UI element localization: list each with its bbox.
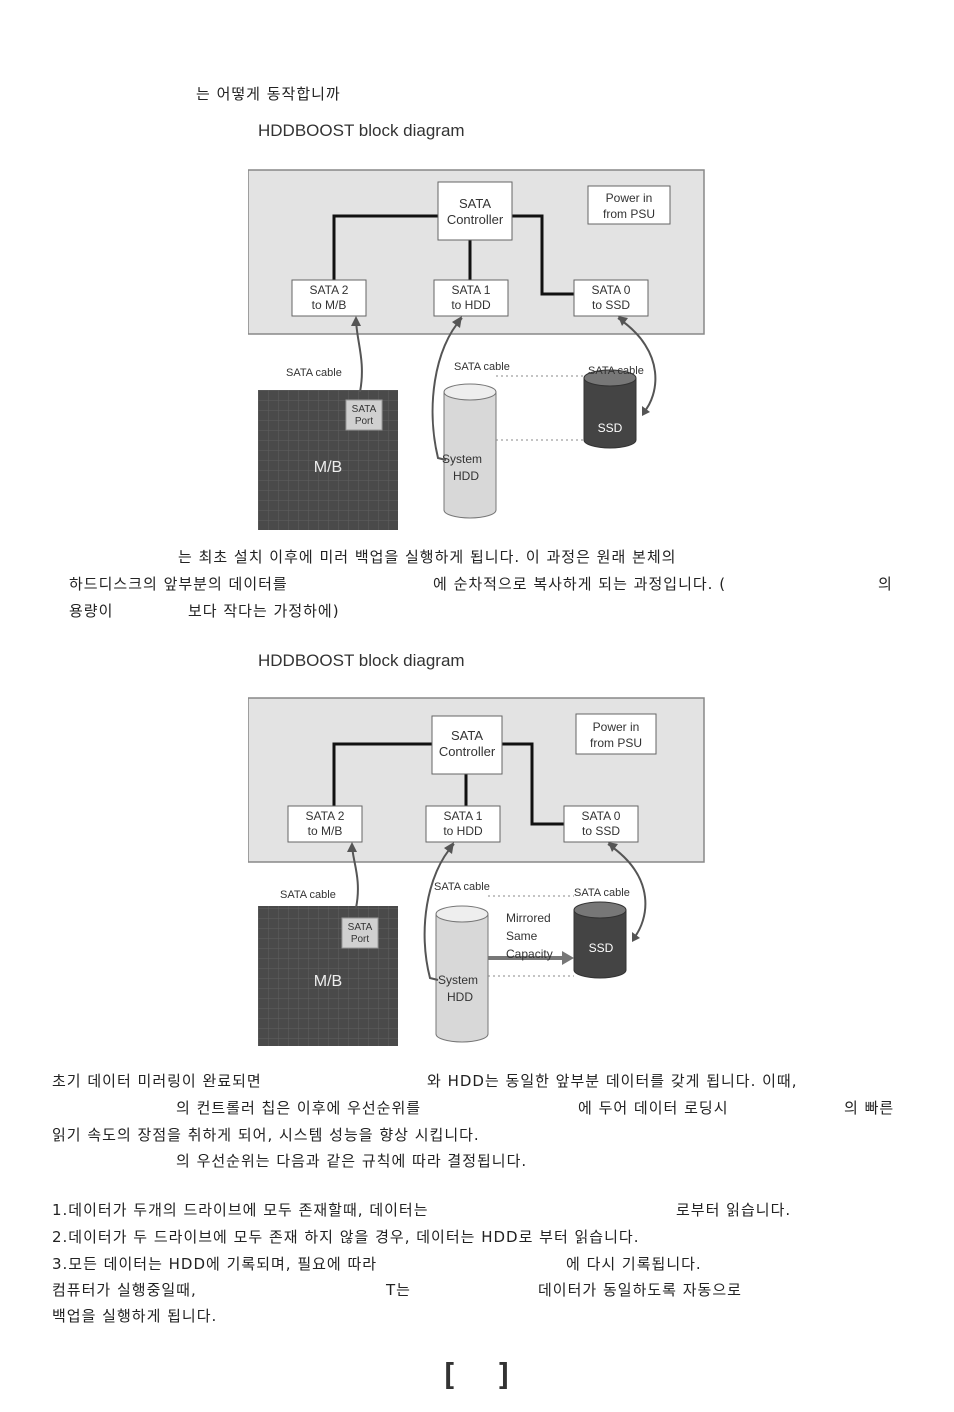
rule4b: T는 bbox=[386, 1281, 411, 1299]
cable-mb-label: SATA cable bbox=[280, 889, 336, 901]
para2-line1b: 와 HDD는 동일한 앞부분 데이터를 갖게 됩니다. 이때, bbox=[427, 1072, 798, 1090]
mb-port-label-2: Port bbox=[351, 934, 370, 945]
para2-line1a: 초기 데이터 미러링이 완료되면 bbox=[52, 1072, 262, 1090]
ssd-top bbox=[573, 901, 627, 919]
power-label-2: from PSU bbox=[590, 736, 642, 750]
para1-line2a: 하드디스크의 앞부분의 데이터를 bbox=[69, 575, 288, 593]
sata1-label-1: SATA 1 bbox=[444, 809, 483, 823]
mb-sata-port bbox=[345, 399, 383, 431]
sata2-port-box bbox=[291, 279, 367, 317]
para1-line2b: 에 순차적으로 복사하게 되는 과정입니다. ( bbox=[433, 575, 727, 593]
system-hdd-body bbox=[443, 392, 497, 519]
ssd-label: SSD bbox=[589, 941, 614, 955]
ssd-label: SSD bbox=[598, 421, 623, 435]
hdd-label-1: System bbox=[438, 973, 478, 987]
para2-line3: 읽기 속도의 장점을 취하게 되어, 시스템 성능을 향상 시킵니다. bbox=[52, 1126, 480, 1144]
power-label-2: from PSU bbox=[603, 207, 655, 221]
cable-hdd-label: SATA cable bbox=[454, 361, 510, 373]
rule1a: 1.데이터가 두개의 드라이브에 모두 존재할때, 데이터는 bbox=[52, 1201, 429, 1219]
sata-controller-label-1: SATA bbox=[459, 196, 491, 211]
rule2: 2.데이터가 두 드라이브에 모두 존재 하지 않을 경우, 데이터는 HDD로… bbox=[52, 1228, 640, 1246]
hdd-label-2: HDD bbox=[453, 469, 479, 483]
mb-port-label-2: Port bbox=[355, 416, 374, 427]
power-box bbox=[587, 185, 671, 225]
sata1-label-1: SATA 1 bbox=[452, 283, 491, 297]
mirror-label-1: Mirrored bbox=[506, 911, 551, 925]
mirror-label-2: Same bbox=[506, 929, 538, 943]
cable-hdd bbox=[431, 317, 463, 461]
ssd-top bbox=[583, 369, 637, 387]
sata1-port-box bbox=[433, 279, 509, 317]
para2-line2b: 에 두어 데이터 로딩시 bbox=[578, 1099, 729, 1117]
sata0-port-box bbox=[573, 279, 649, 317]
mb-sata-port bbox=[341, 917, 379, 949]
cable-ssd bbox=[607, 843, 647, 939]
system-hdd-top bbox=[435, 905, 489, 923]
wire-controller-sata0 bbox=[502, 742, 564, 826]
ssd-body bbox=[583, 378, 637, 449]
system-hdd-top bbox=[443, 383, 497, 401]
wire-controller-sata0 bbox=[512, 214, 574, 296]
sata-controller-label-1: SATA bbox=[451, 728, 483, 743]
page-bracket-left: [ bbox=[440, 1358, 459, 1393]
para1-line1: 는 최초 설치 이후에 미러 백업을 실행하게 됩니다. 이 과정은 원래 본체… bbox=[178, 548, 677, 566]
hdd-label-1: System bbox=[442, 452, 482, 466]
sata0-label-1: SATA 0 bbox=[582, 809, 621, 823]
sata-controller-label-2: Controller bbox=[447, 212, 504, 227]
mb-label: M/B bbox=[314, 973, 342, 990]
para1-line3a: 용량이 bbox=[69, 602, 114, 620]
rule5: 백업을 실행하게 됩니다. bbox=[52, 1307, 218, 1325]
power-box bbox=[575, 713, 657, 755]
system-hdd-body bbox=[435, 914, 489, 1043]
sata0-label-2: to SSD bbox=[582, 824, 620, 838]
para2-line2c: 의 빠른 bbox=[844, 1099, 895, 1117]
cable-ssd-label: SATA cable bbox=[574, 887, 630, 899]
sata2-label-2: to M/B bbox=[312, 298, 347, 312]
page-bracket-right: ] bbox=[495, 1358, 514, 1393]
rule4a: 컴퓨터가 실행중일때, bbox=[52, 1281, 197, 1299]
sata-controller-label-2: Controller bbox=[439, 744, 496, 759]
hdd-label-2: HDD bbox=[447, 990, 473, 1004]
section-heading: 는 어떻게 동작합니까 bbox=[196, 85, 341, 103]
power-label-1: Power in bbox=[606, 191, 653, 205]
diagram1: SATA Controller Power in from PSU SATA 2… bbox=[248, 169, 705, 530]
cable-hdd bbox=[423, 843, 455, 981]
diagram1-title: HDDBOOST block diagram bbox=[258, 121, 465, 140]
cable-mb-label: SATA cable bbox=[286, 367, 342, 379]
para2-line4: 의 우선순위는 다음과 같은 규칙에 따라 결정됩니다. bbox=[176, 1152, 528, 1170]
rule4c: 데이터가 동일하도록 자동으로 bbox=[538, 1281, 742, 1299]
sata1-port-box bbox=[425, 805, 501, 843]
diagram2-title: HDDBOOST block diagram bbox=[258, 651, 465, 670]
para2-line2a: 의 컨트롤러 칩은 이후에 우선순위를 bbox=[176, 1099, 422, 1117]
para1-line2c: 의 bbox=[878, 575, 893, 593]
ssd-body bbox=[573, 910, 627, 979]
cable-hdd-label: SATA cable bbox=[434, 881, 490, 893]
para1-line3b: 보다 작다는 가정하에) bbox=[188, 602, 340, 620]
rule3b: 에 다시 기록됩니다. bbox=[566, 1255, 702, 1273]
sata0-port-box bbox=[563, 805, 639, 843]
cable-ssd-label: SATA cable bbox=[588, 365, 644, 377]
sata-controller-box bbox=[431, 715, 503, 775]
sata2-port-box bbox=[287, 805, 363, 843]
cable-ssd bbox=[617, 317, 657, 413]
sata0-label-2: to SSD bbox=[592, 298, 630, 312]
diagram2: SATA Controller Power in from PSU SATA 2… bbox=[248, 697, 705, 1046]
sata0-label-1: SATA 0 bbox=[592, 283, 631, 297]
wire-controller-sata2 bbox=[332, 742, 432, 810]
sata1-label-2: to HDD bbox=[443, 824, 483, 838]
sata2-label-1: SATA 2 bbox=[310, 283, 349, 297]
sata2-label-2: to M/B bbox=[308, 824, 343, 838]
mb-port-label-1: SATA bbox=[352, 404, 377, 415]
sata1-label-2: to HDD bbox=[451, 298, 491, 312]
sata-controller-box bbox=[437, 181, 513, 241]
mirror-label-3: Capacity bbox=[506, 947, 553, 961]
sata2-label-1: SATA 2 bbox=[306, 809, 345, 823]
wire-controller-sata2 bbox=[332, 214, 438, 282]
rule1b: 로부터 읽습니다. bbox=[676, 1201, 792, 1219]
mb-label: M/B bbox=[314, 459, 342, 476]
mb-port-label-1: SATA bbox=[348, 922, 373, 933]
power-label-1: Power in bbox=[593, 720, 640, 734]
rule3a: 3.모든 데이터는 HDD에 기록되며, 필요에 따라 bbox=[52, 1255, 378, 1273]
